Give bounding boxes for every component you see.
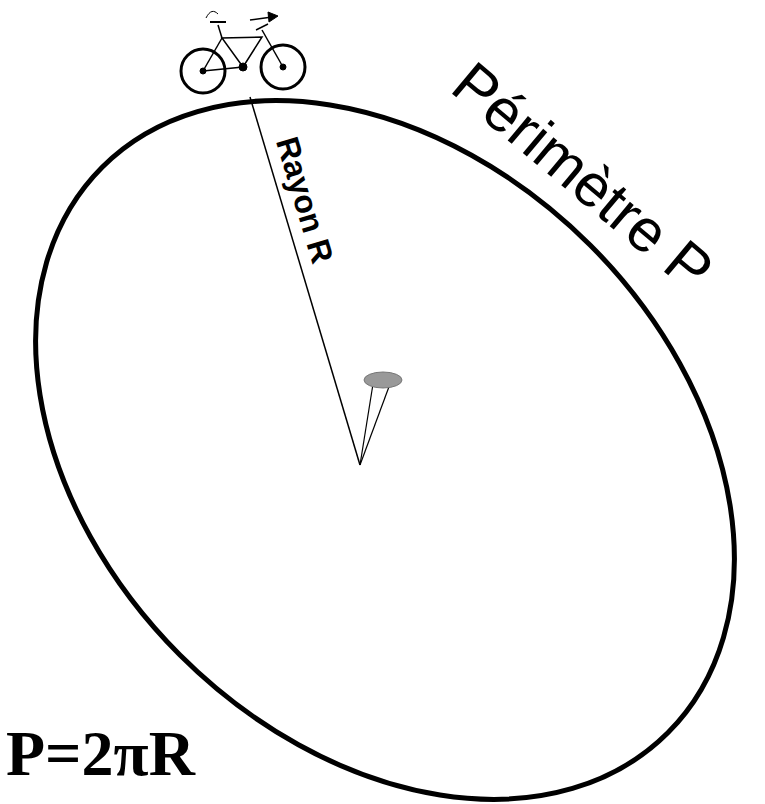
formula-label: P=2πR: [6, 722, 195, 786]
perimeter-label: Périmètre P: [441, 52, 722, 302]
bicycle-symbol: [181, 11, 305, 93]
radius-line: [250, 97, 360, 465]
radius-label: Rayon R: [271, 133, 339, 267]
pin-symbol: [360, 372, 402, 465]
